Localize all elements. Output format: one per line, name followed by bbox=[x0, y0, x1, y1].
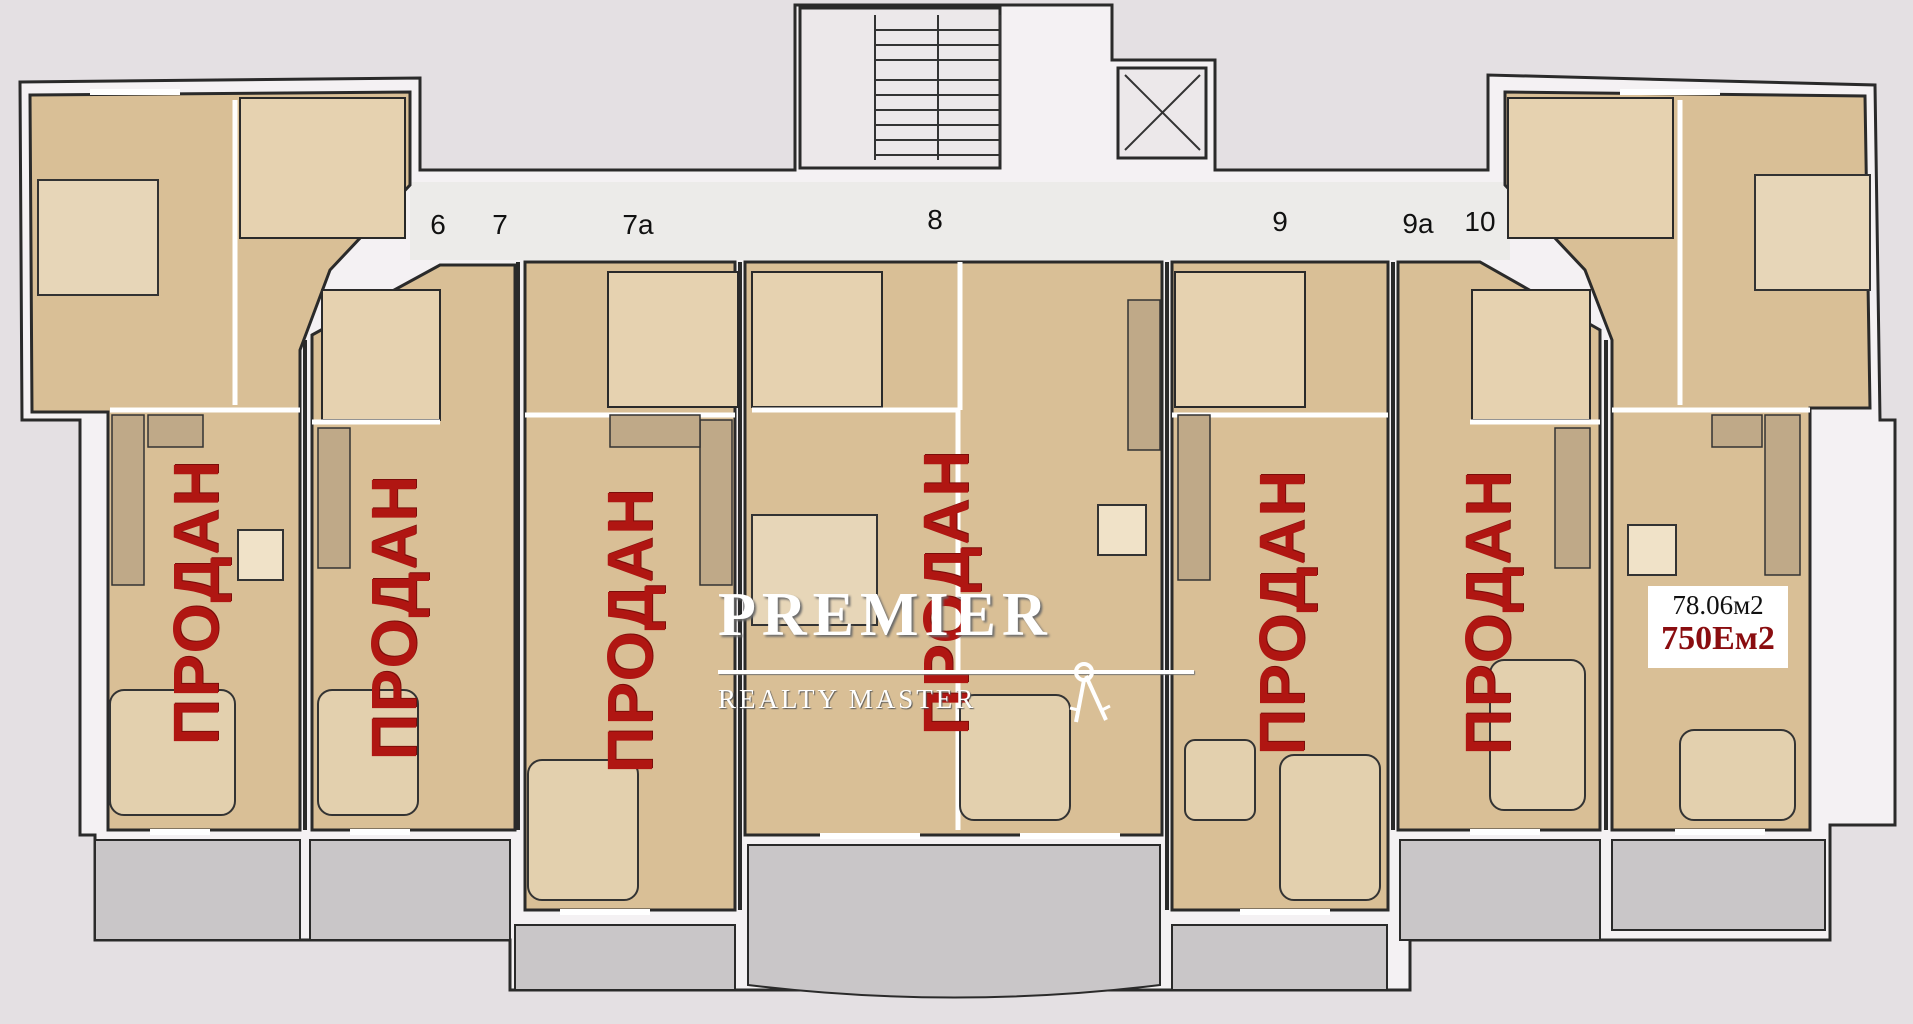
keys-icon bbox=[1069, 662, 1111, 723]
apartment-number-7a: 7а bbox=[622, 209, 654, 240]
dining-tables bbox=[237, 504, 1677, 581]
corridor bbox=[410, 182, 1510, 260]
beds bbox=[37, 174, 1871, 626]
sold-label-6: ПРОДАН bbox=[160, 458, 232, 746]
bathrooms bbox=[239, 97, 1674, 421]
balconies bbox=[93, 839, 1826, 999]
price-box: 78.06м2 750Ем2 bbox=[1648, 586, 1788, 668]
logo-title: PREMIER bbox=[718, 581, 1053, 649]
apartment-number-7: 7 bbox=[492, 209, 508, 240]
windows bbox=[90, 89, 1765, 915]
apartment-number-10: 10 bbox=[1464, 206, 1496, 237]
apartment-number-9: 9 bbox=[1272, 206, 1288, 237]
unit-walls bbox=[303, 262, 1608, 910]
premier-logo: PREMIER REALTY MASTER bbox=[718, 580, 1198, 730]
stairwell bbox=[798, 6, 1002, 170]
price-area: 78.06м2 bbox=[1672, 590, 1764, 620]
sold-label-9: ПРОДАН bbox=[1246, 468, 1318, 756]
price-per-m2: 750Ем2 bbox=[1661, 620, 1775, 657]
logo-divider bbox=[718, 670, 1194, 674]
apartment-number-9a: 9а bbox=[1402, 208, 1434, 239]
apartment-number-6: 6 bbox=[430, 209, 446, 240]
sold-label-9a: ПРОДАН bbox=[1452, 468, 1524, 756]
logo-subtitle: REALTY MASTER bbox=[718, 684, 977, 714]
apartment-number-8: 8 bbox=[927, 204, 943, 235]
sold-label-7: ПРОДАН bbox=[358, 473, 430, 761]
sold-label-7a: ПРОДАН bbox=[594, 486, 666, 774]
sofas bbox=[109, 659, 1796, 901]
kitchen-counters bbox=[111, 299, 1801, 586]
stairs bbox=[874, 15, 1001, 160]
